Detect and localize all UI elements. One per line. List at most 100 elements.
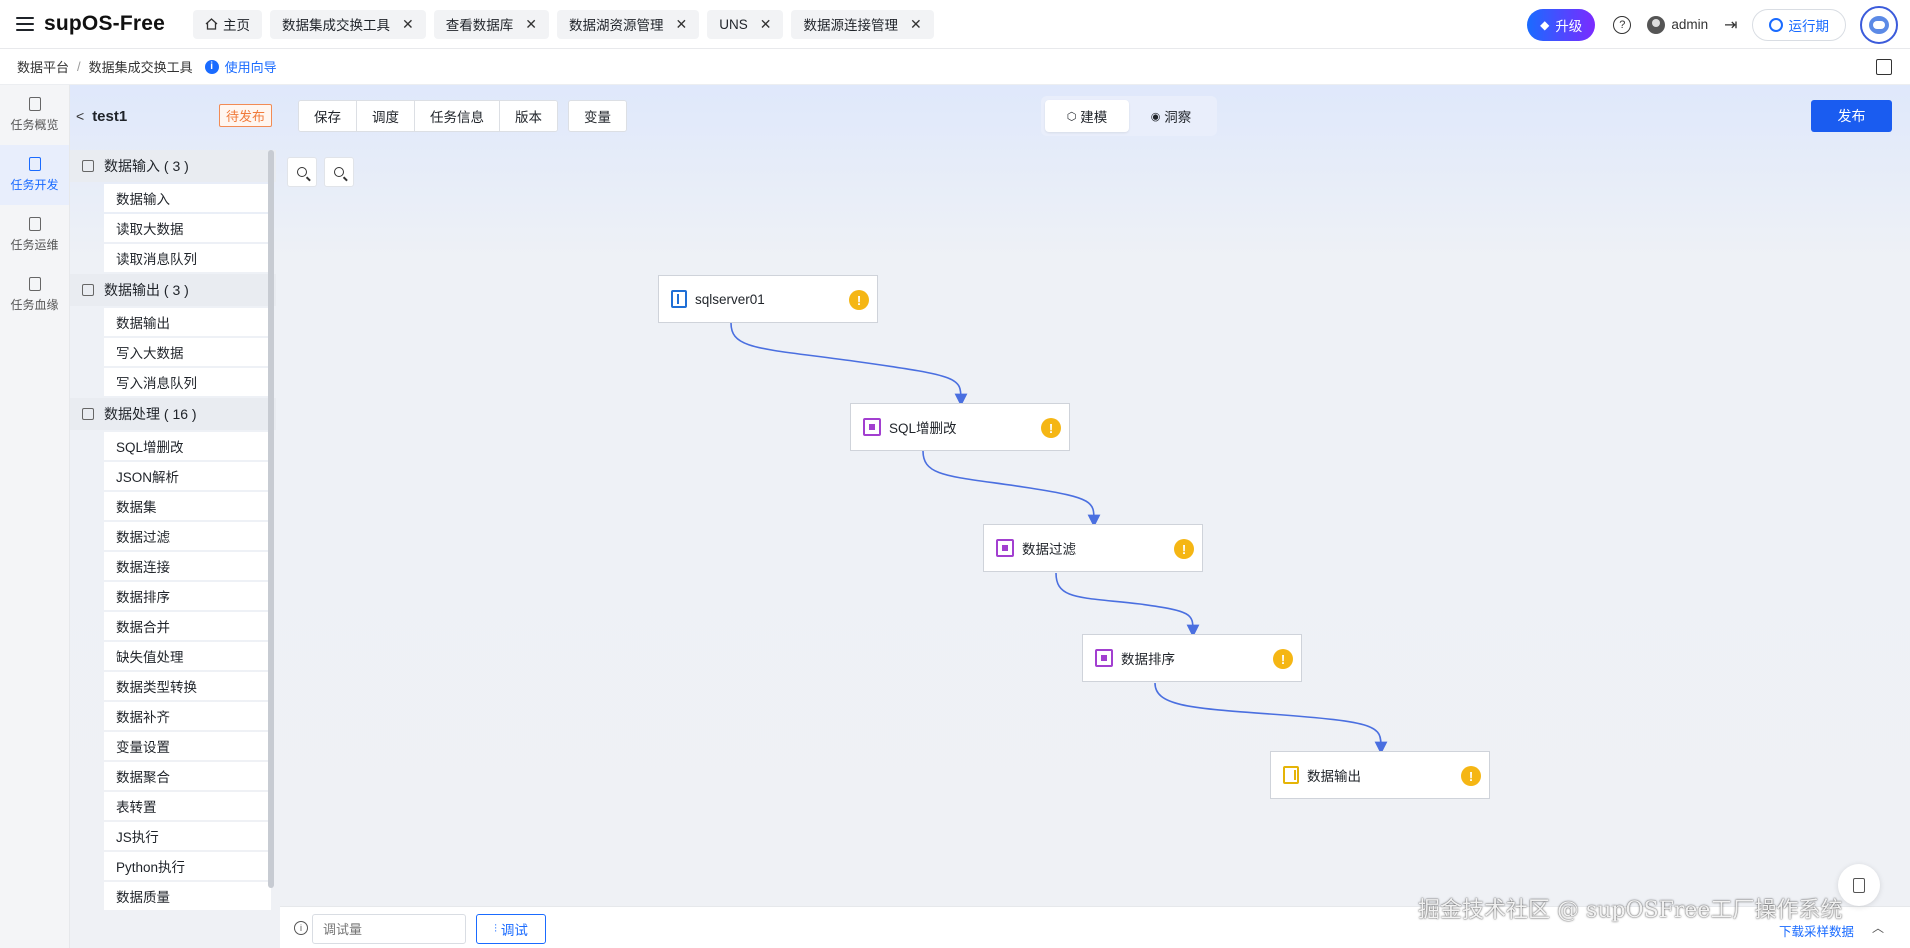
warning-icon[interactable]: ! [1273, 649, 1293, 669]
back-chevron-icon[interactable]: < [76, 108, 85, 124]
flow-node-sql-crud[interactable]: SQL增删改 ! [850, 403, 1070, 451]
panel-component-item[interactable]: 数据连接 [104, 552, 271, 580]
panel-group-header[interactable]: 数据输出 ( 3 ) [70, 274, 276, 306]
debug-count-input[interactable] [312, 914, 466, 944]
panel-component-item[interactable]: 数据类型转换 [104, 672, 271, 700]
fullscreen-icon[interactable] [1876, 59, 1892, 75]
panel-component-item[interactable]: JS执行 [104, 822, 271, 850]
panel-component-item[interactable]: SQL增删改 [104, 432, 271, 460]
warning-icon[interactable]: ! [1174, 539, 1194, 559]
tab-datasource[interactable]: 数据源连接管理 ✕ [791, 9, 934, 39]
panel-component-item[interactable]: 数据集 [104, 492, 271, 520]
tab-bar: 主页 数据集成交换工具 ✕ 查看数据库 ✕ 数据湖资源管理 ✕ UNS ✕ 数据… [193, 9, 934, 39]
schedule-button[interactable]: 调度 [357, 101, 415, 131]
nav-task-overview[interactable]: 任务概览 [0, 85, 69, 145]
close-icon[interactable]: ✕ [402, 15, 414, 32]
tab-uns[interactable]: UNS ✕ [707, 9, 784, 39]
warning-icon[interactable]: ! [849, 290, 869, 310]
user-icon[interactable] [1647, 15, 1666, 34]
panel-component-item[interactable]: 数据过滤 [104, 522, 271, 550]
flow-node-data-sort[interactable]: 数据排序 ! [1082, 634, 1302, 682]
tab-datalake[interactable]: 数据湖资源管理 ✕ [557, 9, 700, 39]
group-icon [82, 408, 94, 420]
panel-group-header[interactable]: 数据输入 ( 3 ) [70, 150, 276, 182]
tab-build[interactable]: ⬡ 建模 [1045, 100, 1129, 132]
guide-label: 使用向导 [224, 60, 277, 75]
panel-component-item[interactable]: 数据合并 [104, 612, 271, 640]
panel-component-item[interactable]: 写入大数据 [104, 338, 271, 366]
close-icon[interactable]: ✕ [759, 15, 772, 32]
version-button[interactable]: 版本 [500, 101, 557, 131]
cube-icon: ⬡ [1066, 110, 1077, 123]
panel-component-item[interactable]: 数据质量 [104, 882, 271, 910]
panel-component-item[interactable]: 数据聚合 [104, 762, 271, 790]
zoom-out-button[interactable] [324, 157, 354, 187]
breadcrumb-item[interactable]: 数据平台 [17, 60, 70, 75]
task-info-button[interactable]: 任务信息 [415, 101, 500, 131]
panel-component-item[interactable]: Python执行 [104, 852, 271, 880]
avatar[interactable] [1860, 5, 1898, 44]
zoom-in-button[interactable] [287, 157, 317, 187]
menu-icon[interactable] [16, 17, 34, 31]
database-input-icon [671, 290, 687, 308]
user-name[interactable]: admin [1671, 17, 1709, 32]
debug-button[interactable]: ⫶ 调试 [476, 914, 546, 944]
chevron-up-icon[interactable]: ︿ [1871, 921, 1884, 935]
toolbar: 保存 调度 任务信息 版本 变量 [298, 100, 627, 132]
panel-component-item[interactable]: 表转置 [104, 792, 271, 820]
panel-component-item[interactable]: 读取消息队列 [104, 244, 271, 272]
group-title: 数据输出 ( 3 ) [104, 282, 189, 298]
breadcrumb: 数据平台 / 数据集成交换工具 i 使用向导 [0, 49, 1910, 85]
upgrade-button[interactable]: ◆ 升级 [1527, 8, 1596, 41]
panel-component-item[interactable]: 写入消息队列 [104, 368, 271, 396]
panel-component-item[interactable]: JSON解析 [104, 462, 271, 490]
panel-component-item[interactable]: 读取大数据 [104, 214, 271, 242]
help-icon[interactable]: ? [1613, 15, 1632, 34]
tab-view-database[interactable]: 查看数据库 ✕ [433, 9, 549, 39]
tab-home[interactable]: 主页 [193, 9, 263, 39]
home-icon [205, 18, 218, 30]
ops-file-icon [28, 217, 41, 231]
panel-component-item[interactable]: 缺失值处理 [104, 642, 271, 670]
close-icon[interactable]: ✕ [909, 15, 922, 32]
panel-component-item[interactable]: 变量设置 [104, 732, 271, 760]
breadcrumb-item[interactable]: 数据集成交换工具 [88, 60, 193, 75]
tab-data-integration[interactable]: 数据集成交换工具 ✕ [270, 9, 426, 39]
debug-label: 调试 [500, 923, 528, 938]
mode-label: 建模 [1080, 110, 1108, 125]
panel-scrollbar[interactable] [268, 150, 274, 888]
nav-task-lineage[interactable]: 任务血缘 [0, 265, 69, 325]
node-label: SQL增删改 [889, 421, 957, 436]
task-header: < test1 [74, 100, 274, 132]
processor-chip-icon [996, 539, 1014, 557]
panel-group-header[interactable]: 数据处理 ( 16 ) [70, 398, 276, 430]
logout-icon[interactable]: ⇥ [1724, 16, 1738, 34]
save-button[interactable]: 保存 [299, 101, 357, 131]
info-icon[interactable]: i [294, 921, 308, 935]
tab-insight[interactable]: ◉ 洞察 [1129, 100, 1213, 132]
warning-icon[interactable]: ! [1041, 418, 1061, 438]
publish-button[interactable]: 发布 [1811, 100, 1892, 132]
variable-button-group: 变量 [568, 100, 627, 132]
guide-link[interactable]: i 使用向导 [204, 57, 277, 76]
panel-component-item[interactable]: 数据输出 [104, 308, 271, 336]
component-panel: 数据输入 ( 3 )数据输入读取大数据读取消息队列数据输出 ( 3 )数据输出写… [70, 150, 276, 948]
flow-node-data-filter[interactable]: 数据过滤 ! [983, 524, 1203, 572]
warning-icon[interactable]: ! [1461, 766, 1481, 786]
flow-node-sqlserver01[interactable]: sqlserver01 ! [658, 275, 878, 323]
panel-component-item[interactable]: 数据输入 [104, 184, 271, 212]
close-icon[interactable]: ✕ [675, 15, 688, 32]
download-sample-link[interactable]: 下载采样数据 [1778, 925, 1854, 939]
nav-task-ops[interactable]: 任务运维 [0, 205, 69, 265]
status-badge: 待发布 [219, 104, 273, 127]
panel-component-item[interactable]: 数据排序 [104, 582, 271, 610]
variable-button[interactable]: 变量 [569, 101, 626, 131]
nav-task-development[interactable]: 任务开发 [0, 145, 69, 205]
doc-float-button[interactable] [1838, 864, 1880, 906]
runtime-button[interactable]: 运行期 [1751, 8, 1846, 41]
panel-component-item[interactable]: 数据补齐 [104, 702, 271, 730]
tab-label: 主页 [223, 18, 251, 33]
flow-node-data-output[interactable]: 数据输出 ! [1270, 751, 1490, 799]
zoom-in-icon [297, 167, 307, 177]
close-icon[interactable]: ✕ [525, 15, 537, 32]
